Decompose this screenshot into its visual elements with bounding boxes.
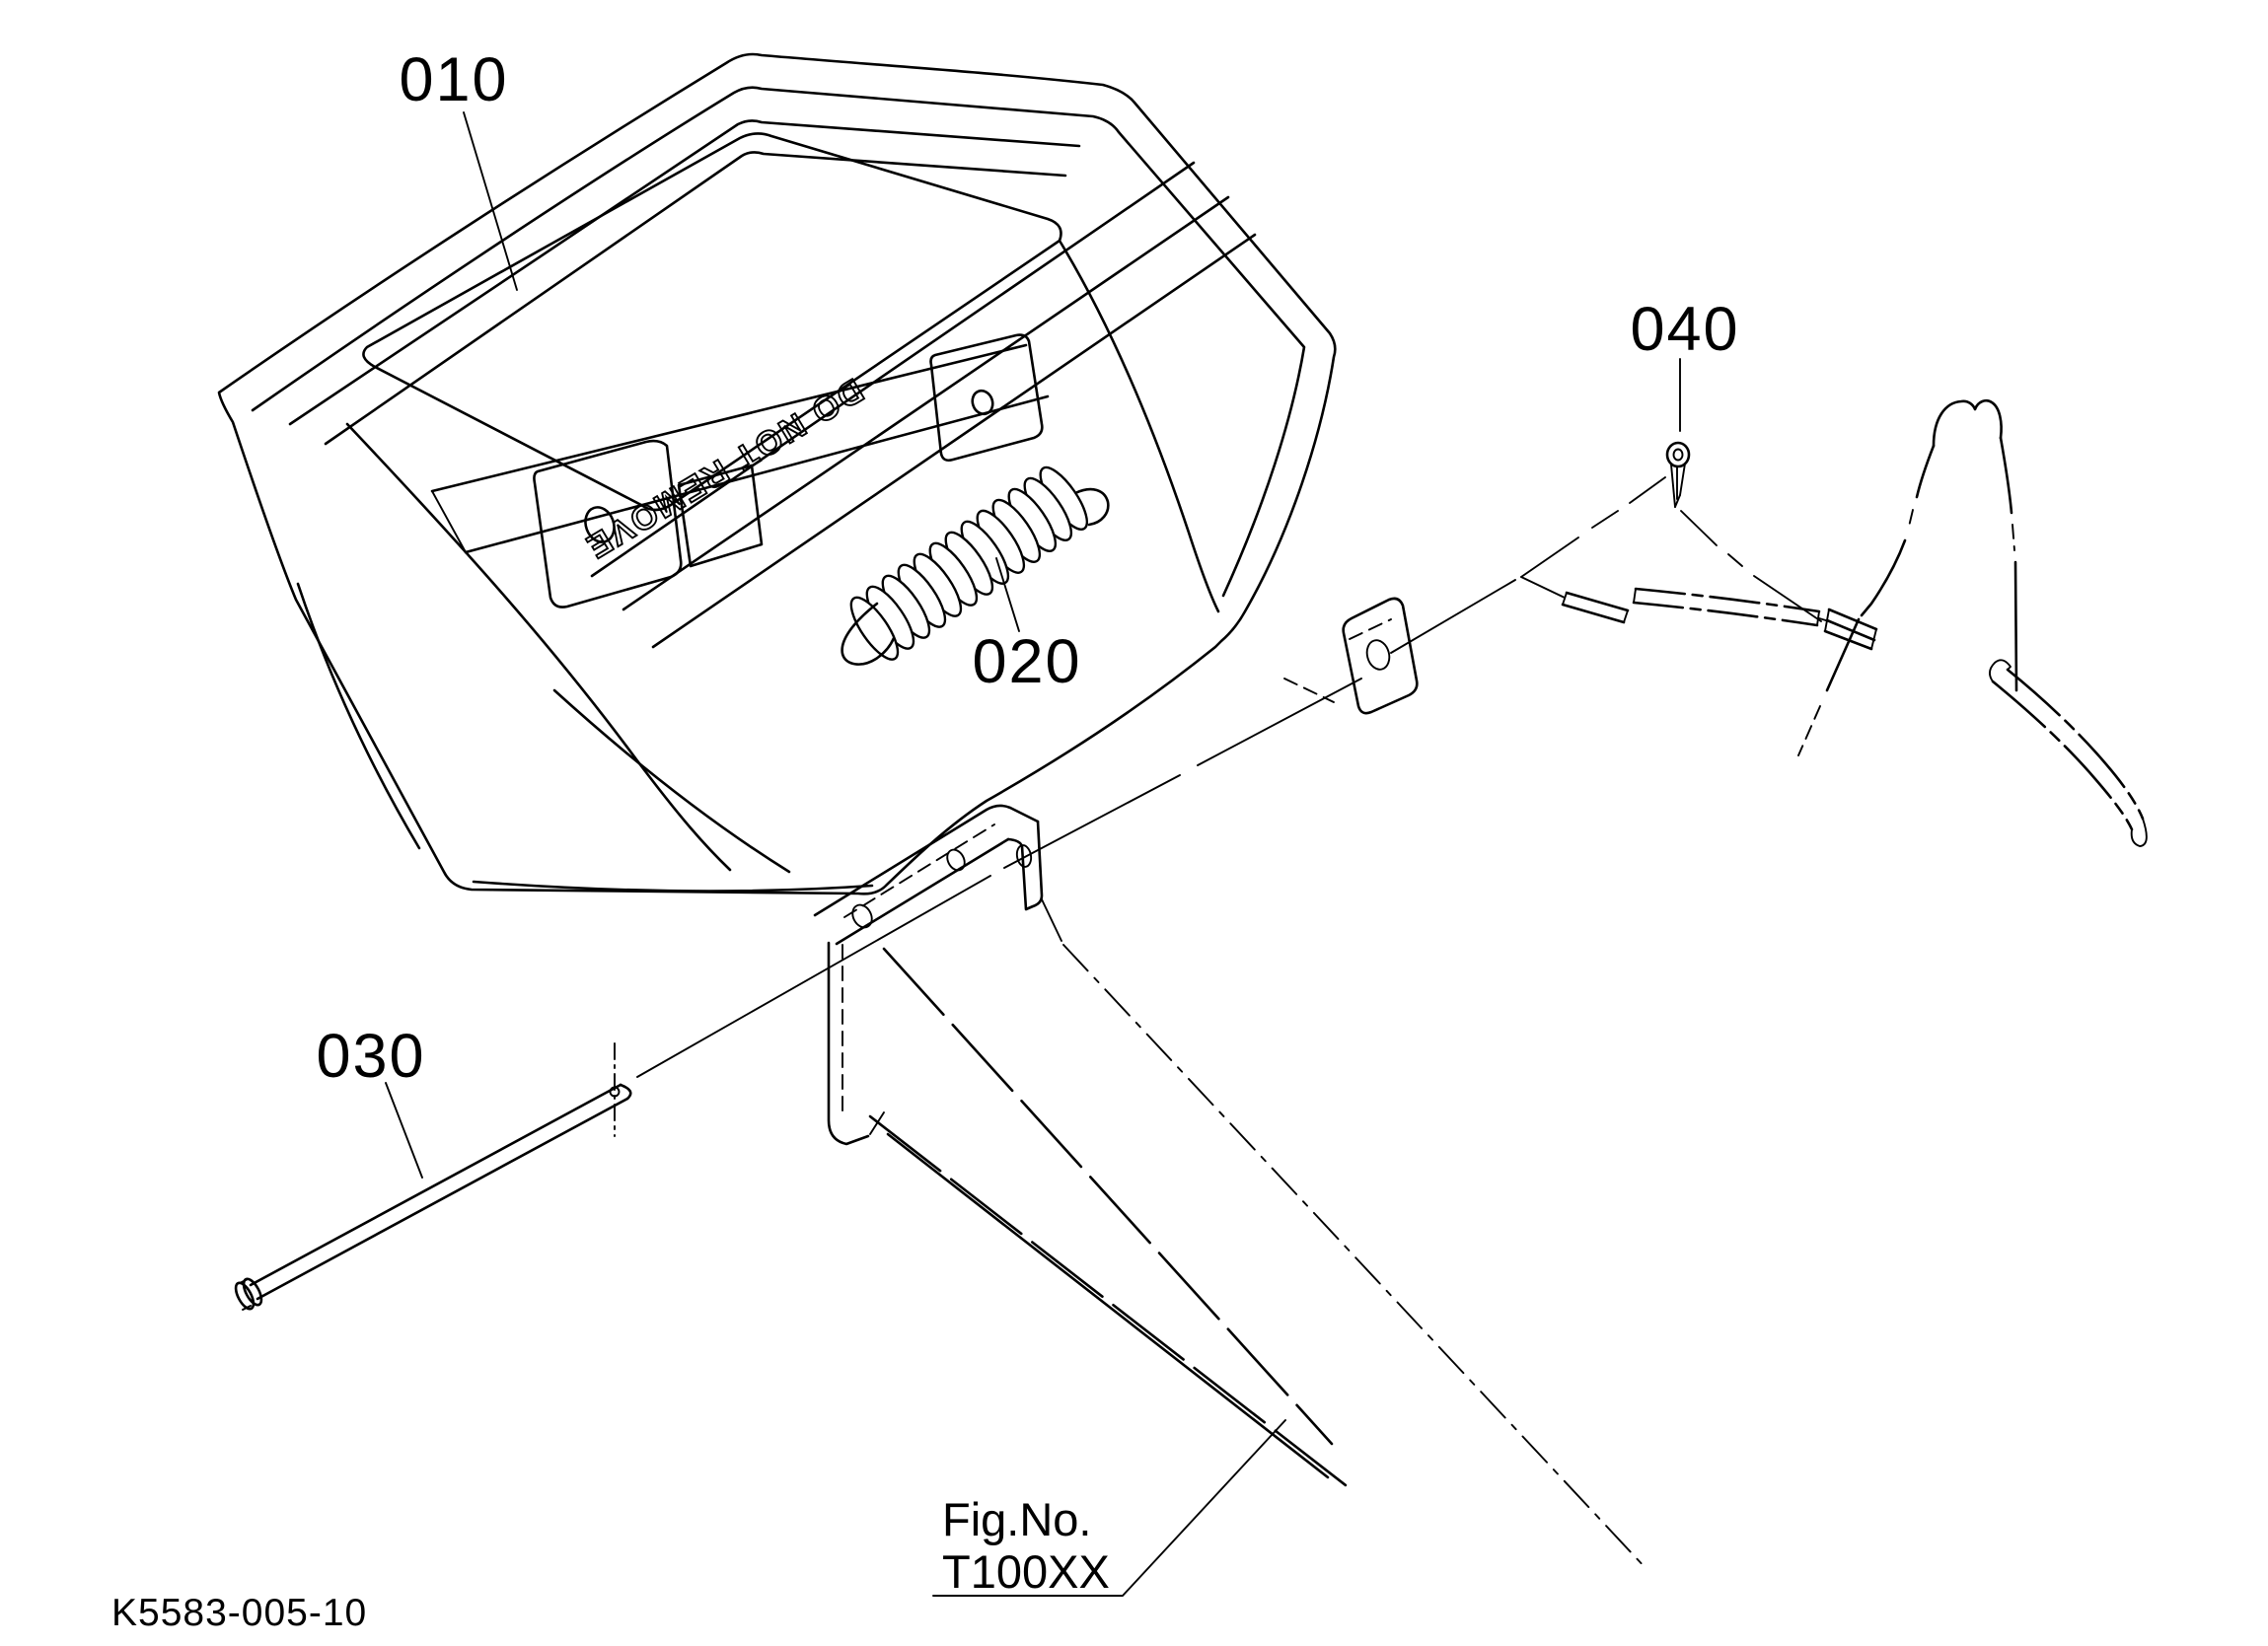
axis-from-pin-to-stay [1680, 510, 1822, 622]
cover-right-wall-curve [1058, 239, 1220, 613]
callout-leaders [385, 111, 1681, 1597]
drawing-code: K5583-005-10 [111, 1592, 367, 1634]
cover-skirt-curve-1 [345, 422, 732, 872]
part-020-spring [841, 465, 1110, 666]
leader-fig-no [932, 1419, 1286, 1597]
rail-inner-line [886, 1132, 1330, 1479]
cover-crossbar-top [430, 343, 1028, 493]
cotter-pin-ring-outer [1665, 441, 1691, 468]
rail-upper-line [882, 947, 1334, 1446]
cover-outer-outline [217, 52, 1337, 895]
callout-030-label: 030 [316, 1022, 425, 1091]
cover-band-line-1 [590, 161, 1196, 578]
cover-skirt-curve-4 [472, 880, 874, 893]
cover-lug-left-hole [584, 506, 616, 543]
spring-hook-right [1073, 487, 1110, 527]
fig-no-value: T100XX [942, 1545, 1110, 1598]
leader-020 [995, 557, 1020, 632]
cover-crossbar-bottom [464, 394, 1050, 554]
cover-crossbar-end [431, 490, 467, 553]
cotter-pin-ring-inner [1672, 448, 1684, 462]
hidden-edge-near-tab [1283, 678, 1335, 703]
axis-to-cotter-pin [1520, 476, 1666, 578]
rod-head-edge-bottom [242, 1305, 252, 1311]
bracket-end-face [1006, 820, 1044, 911]
cotter-pin-leg-right [1679, 463, 1686, 496]
rod-head-edge-top [239, 1278, 249, 1284]
rail-left-cap [869, 1111, 885, 1135]
callout-020-label: 020 [972, 627, 1081, 696]
callout-040-label: 040 [1630, 295, 1739, 364]
rod-shaft-bottom [256, 1097, 629, 1301]
cover-band-line-3 [651, 233, 1257, 649]
handle-bar [1989, 659, 2148, 847]
cover-rim-inner-1 [251, 86, 1306, 598]
stay-bar-1 [1561, 591, 1630, 624]
bracket-hidden-line [843, 823, 995, 918]
rail-top-edge [1062, 944, 1648, 1571]
axis-bend-link [1520, 576, 1566, 599]
bracket-flange-top [813, 804, 1040, 917]
pivot-axis-line [636, 579, 1516, 1078]
fig-no-caption: Fig.No. [942, 1493, 1092, 1545]
reference-frame-t100xx [636, 398, 2148, 1571]
bracket-hole-2 [946, 848, 966, 872]
part-040-cotter-pin [1665, 441, 1691, 508]
cover-band-line-2 [622, 195, 1230, 611]
cover-rim-inner-3 [324, 151, 1067, 446]
leader-030 [385, 1082, 423, 1179]
tab-plate [1342, 597, 1419, 715]
cover-embossed-text: DO NOT REMOVE [578, 371, 869, 566]
stay-bar-connector [1818, 617, 1830, 622]
fender-outline [1797, 398, 2018, 756]
cotter-pin-tip [1674, 494, 1681, 508]
cover-skirt-curve-3 [552, 688, 791, 874]
spring-hook-left [841, 602, 896, 666]
rod-head-face [234, 1281, 256, 1311]
cover-lug-right [929, 333, 1044, 463]
cotter-pin-leg-left [1670, 464, 1676, 508]
bracket-hole-1 [851, 903, 873, 929]
part-010-cover: DO NOT REMOVE [217, 52, 1337, 895]
tab-plate-hidden [1349, 618, 1392, 640]
part-030-rod [234, 1042, 632, 1311]
frame-plate-edge [827, 941, 870, 1146]
stay-bar-3 [1823, 608, 1878, 651]
cover-skirt-curve-2 [296, 582, 421, 850]
cover-middle-boss [677, 464, 764, 568]
callout-010-label: 010 [399, 45, 508, 114]
cover-rim-inner-2 [288, 119, 1081, 426]
cover-lug-right-hole [971, 389, 994, 416]
bracket-flange-bottom [835, 837, 1010, 946]
rod-tip [619, 1083, 632, 1101]
frame-plate-corner [1041, 898, 1062, 942]
stay-bar-2 [1632, 587, 1821, 627]
cover-window [362, 132, 1062, 512]
spring-coils [849, 465, 1088, 661]
tab-plate-hole [1365, 639, 1391, 671]
rod-shaft-top [249, 1083, 622, 1287]
leader-010 [463, 111, 518, 291]
